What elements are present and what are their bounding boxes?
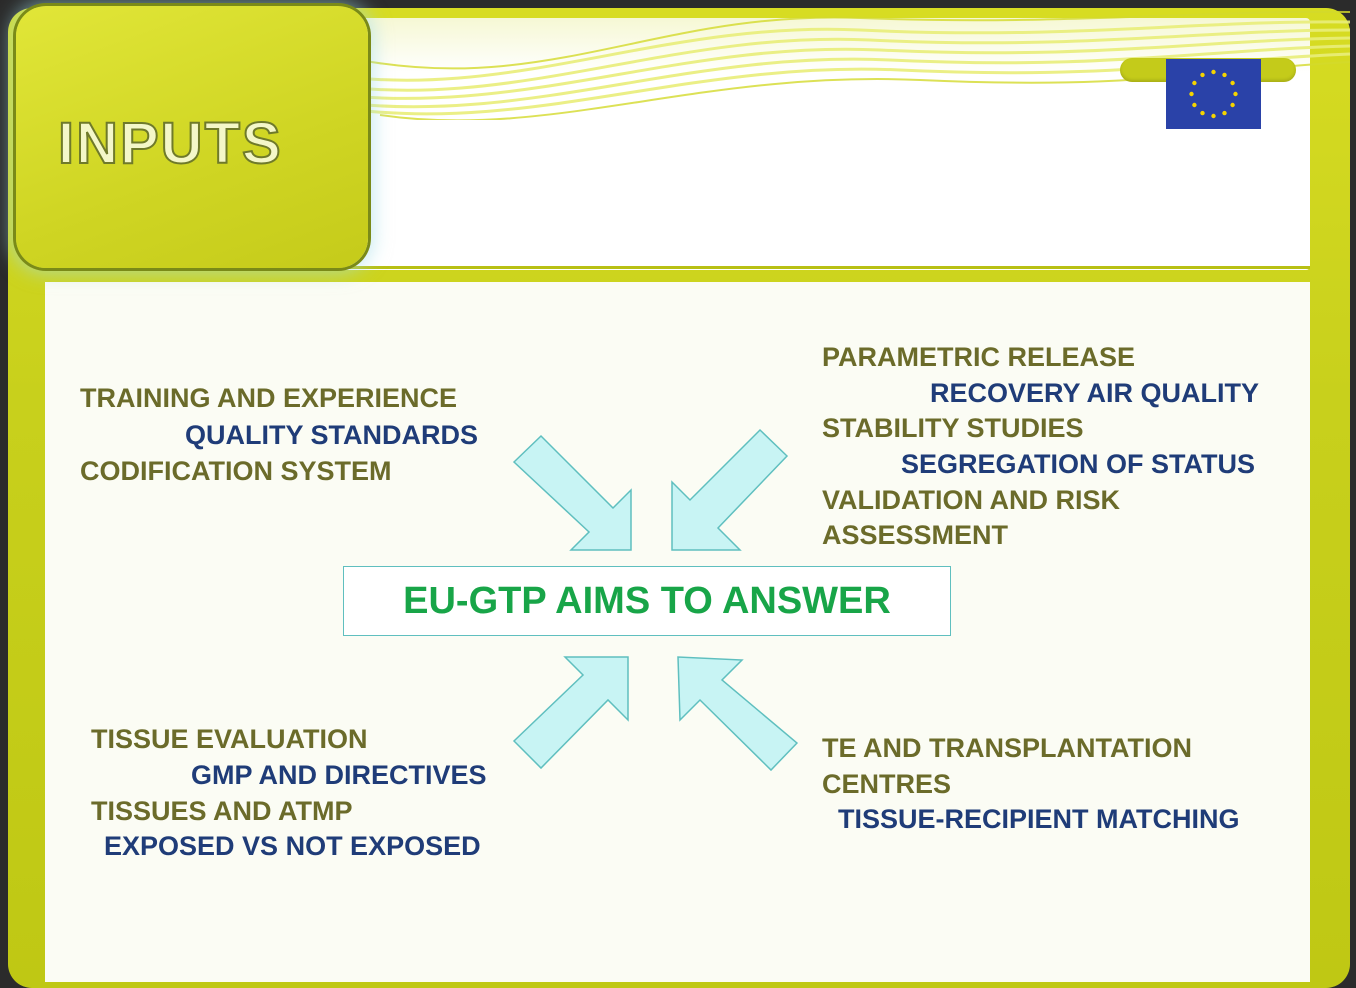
label-recovery-air-quality: RECOVERY AIR QUALITY bbox=[930, 378, 1260, 408]
label-stability-studies: STABILITY STUDIES bbox=[822, 413, 1084, 443]
label-te-and-transplantation: TE AND TRANSPLANTATION bbox=[822, 733, 1192, 763]
flag-star bbox=[1222, 110, 1227, 116]
label-tissue-recipient-matching: TISSUE-RECIPIENT MATCHING bbox=[838, 804, 1240, 834]
header-divider bbox=[300, 266, 1310, 269]
flag-star bbox=[1230, 80, 1235, 86]
flag-star bbox=[1233, 91, 1238, 97]
label-training-and-experience: TRAINING AND EXPERIENCE bbox=[80, 383, 458, 413]
flag-star bbox=[1211, 113, 1216, 119]
label-tissues-and-atmp: TISSUES AND ATMP bbox=[91, 796, 353, 826]
label-centres: CENTRES bbox=[822, 769, 952, 799]
flag-star bbox=[1192, 80, 1197, 86]
label-segregation-of-status: SEGREGATION OF STATUS bbox=[901, 449, 1256, 479]
center-box: EU-GTP AIMS TO ANSWER bbox=[343, 566, 951, 636]
eu-flag-icon bbox=[1166, 59, 1261, 129]
label-gmp-and-directives: GMP AND DIRECTIVES bbox=[191, 760, 487, 790]
label-quality-standards: QUALITY STANDARDS bbox=[185, 420, 479, 450]
inputs-tab: INPUTS bbox=[16, 6, 368, 268]
label-parametric-release: PARAMETRIC RELEASE bbox=[822, 342, 1136, 372]
flag-star bbox=[1192, 102, 1197, 108]
label-codification-system: CODIFICATION SYSTEM bbox=[80, 456, 392, 486]
tab-title: INPUTS bbox=[57, 110, 283, 177]
flag-star bbox=[1200, 110, 1205, 116]
flag-star bbox=[1230, 102, 1235, 108]
label-validation-and-risk: VALIDATION AND RISK bbox=[822, 485, 1120, 515]
flag-star bbox=[1222, 72, 1227, 78]
flag-star bbox=[1189, 91, 1194, 97]
label-assessment: ASSESSMENT bbox=[822, 520, 1009, 550]
flag-star bbox=[1211, 69, 1216, 75]
center-title: EU-GTP AIMS TO ANSWER bbox=[403, 579, 891, 622]
label-exposed-vs-not-exposed: EXPOSED VS NOT EXPOSED bbox=[104, 831, 481, 861]
label-tissue-evaluation: TISSUE EVALUATION bbox=[91, 724, 368, 754]
flag-star bbox=[1200, 72, 1205, 78]
